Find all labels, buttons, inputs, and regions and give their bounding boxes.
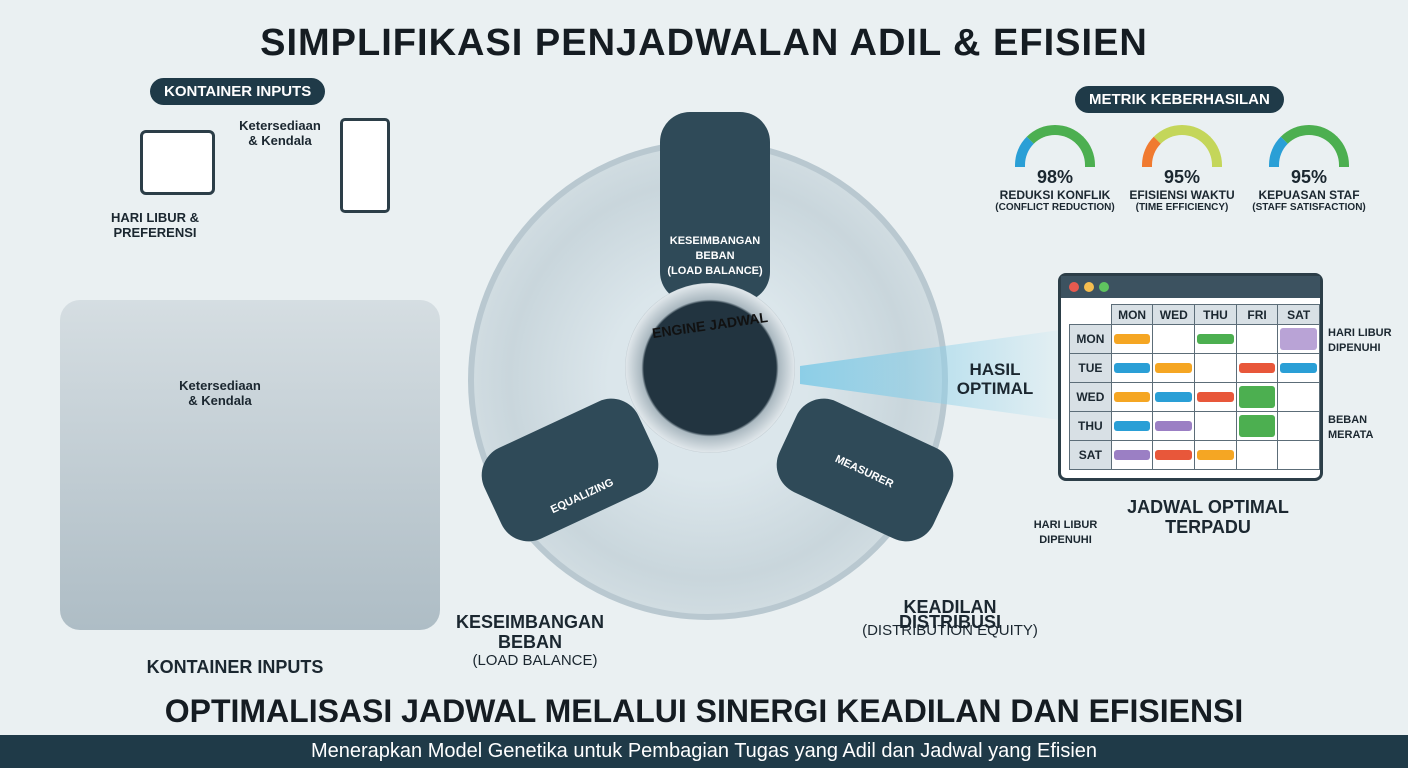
inputs-bottom-label: KONTAINER INPUTS bbox=[146, 657, 324, 677]
workstation-illustration bbox=[60, 300, 440, 630]
subtitle: OPTIMALISASI JADWAL MELALUI SINERGI KEAD… bbox=[164, 693, 1244, 729]
engine-hub bbox=[625, 283, 795, 453]
gauge-icon bbox=[1142, 125, 1222, 167]
note-holiday-2: HARI LIBUR DIPENUHI bbox=[1033, 519, 1098, 546]
equity-title: KEADILAN DISTRIBUSI bbox=[898, 597, 1001, 632]
gauge-time: 95% EFISIENSI WAKTU (TIME EFFICIENCY) bbox=[1122, 125, 1242, 213]
availability-label: Ketersediaan & Kendala bbox=[239, 118, 321, 148]
metrics-row: 98% REDUKSI KONFLIK (CONFLICT REDUCTION)… bbox=[995, 125, 1369, 213]
load-balance-en: (LOAD BALANCE) bbox=[472, 652, 598, 669]
gauge-satisfaction: 95% KEPUASAN STAF (STAFF SATISFACTION) bbox=[1249, 125, 1369, 213]
gauge-icon bbox=[1015, 125, 1095, 167]
schedule-title: JADWAL OPTIMAL TERPADU bbox=[1127, 497, 1289, 537]
checklist-icon bbox=[340, 118, 390, 213]
close-dot-icon[interactable] bbox=[1069, 282, 1079, 292]
calendar-icon bbox=[140, 130, 215, 195]
maximize-dot-icon[interactable] bbox=[1099, 282, 1109, 292]
metrics-badge: METRIK KEBERHASILAN bbox=[1075, 86, 1284, 113]
holiday-label: HARI LIBUR & PREFERENSI bbox=[110, 210, 200, 240]
note-holiday: HARI LIBUR DIPENUHI bbox=[1328, 327, 1392, 354]
availability-label-2: Ketersediaan & Kendala bbox=[179, 378, 261, 408]
footer-banner: Menerapkan Model Genetika untuk Pembagia… bbox=[0, 735, 1408, 768]
blade-top: KESEIMBANGAN BEBAN (LOAD BALANCE) bbox=[660, 112, 770, 302]
main-title: SIMPLIFIKASI PENJADWALAN ADIL & EFISIEN bbox=[260, 22, 1148, 64]
load-balance-title: KESEIMBANGAN BEBAN bbox=[455, 612, 604, 652]
minimize-dot-icon[interactable] bbox=[1084, 282, 1094, 292]
inputs-badge: KONTAINER INPUTS bbox=[150, 78, 326, 105]
output-label: HASIL OPTIMAL bbox=[956, 360, 1034, 398]
note-load: BEBAN MERATA bbox=[1328, 414, 1374, 441]
equity-en: (DISTRIBUTION EQUITY) bbox=[862, 622, 1038, 639]
gauge-icon bbox=[1269, 125, 1349, 167]
window-titlebar bbox=[1061, 276, 1320, 298]
gauge-conflict: 98% REDUKSI KONFLIK (CONFLICT REDUCTION) bbox=[995, 125, 1115, 213]
